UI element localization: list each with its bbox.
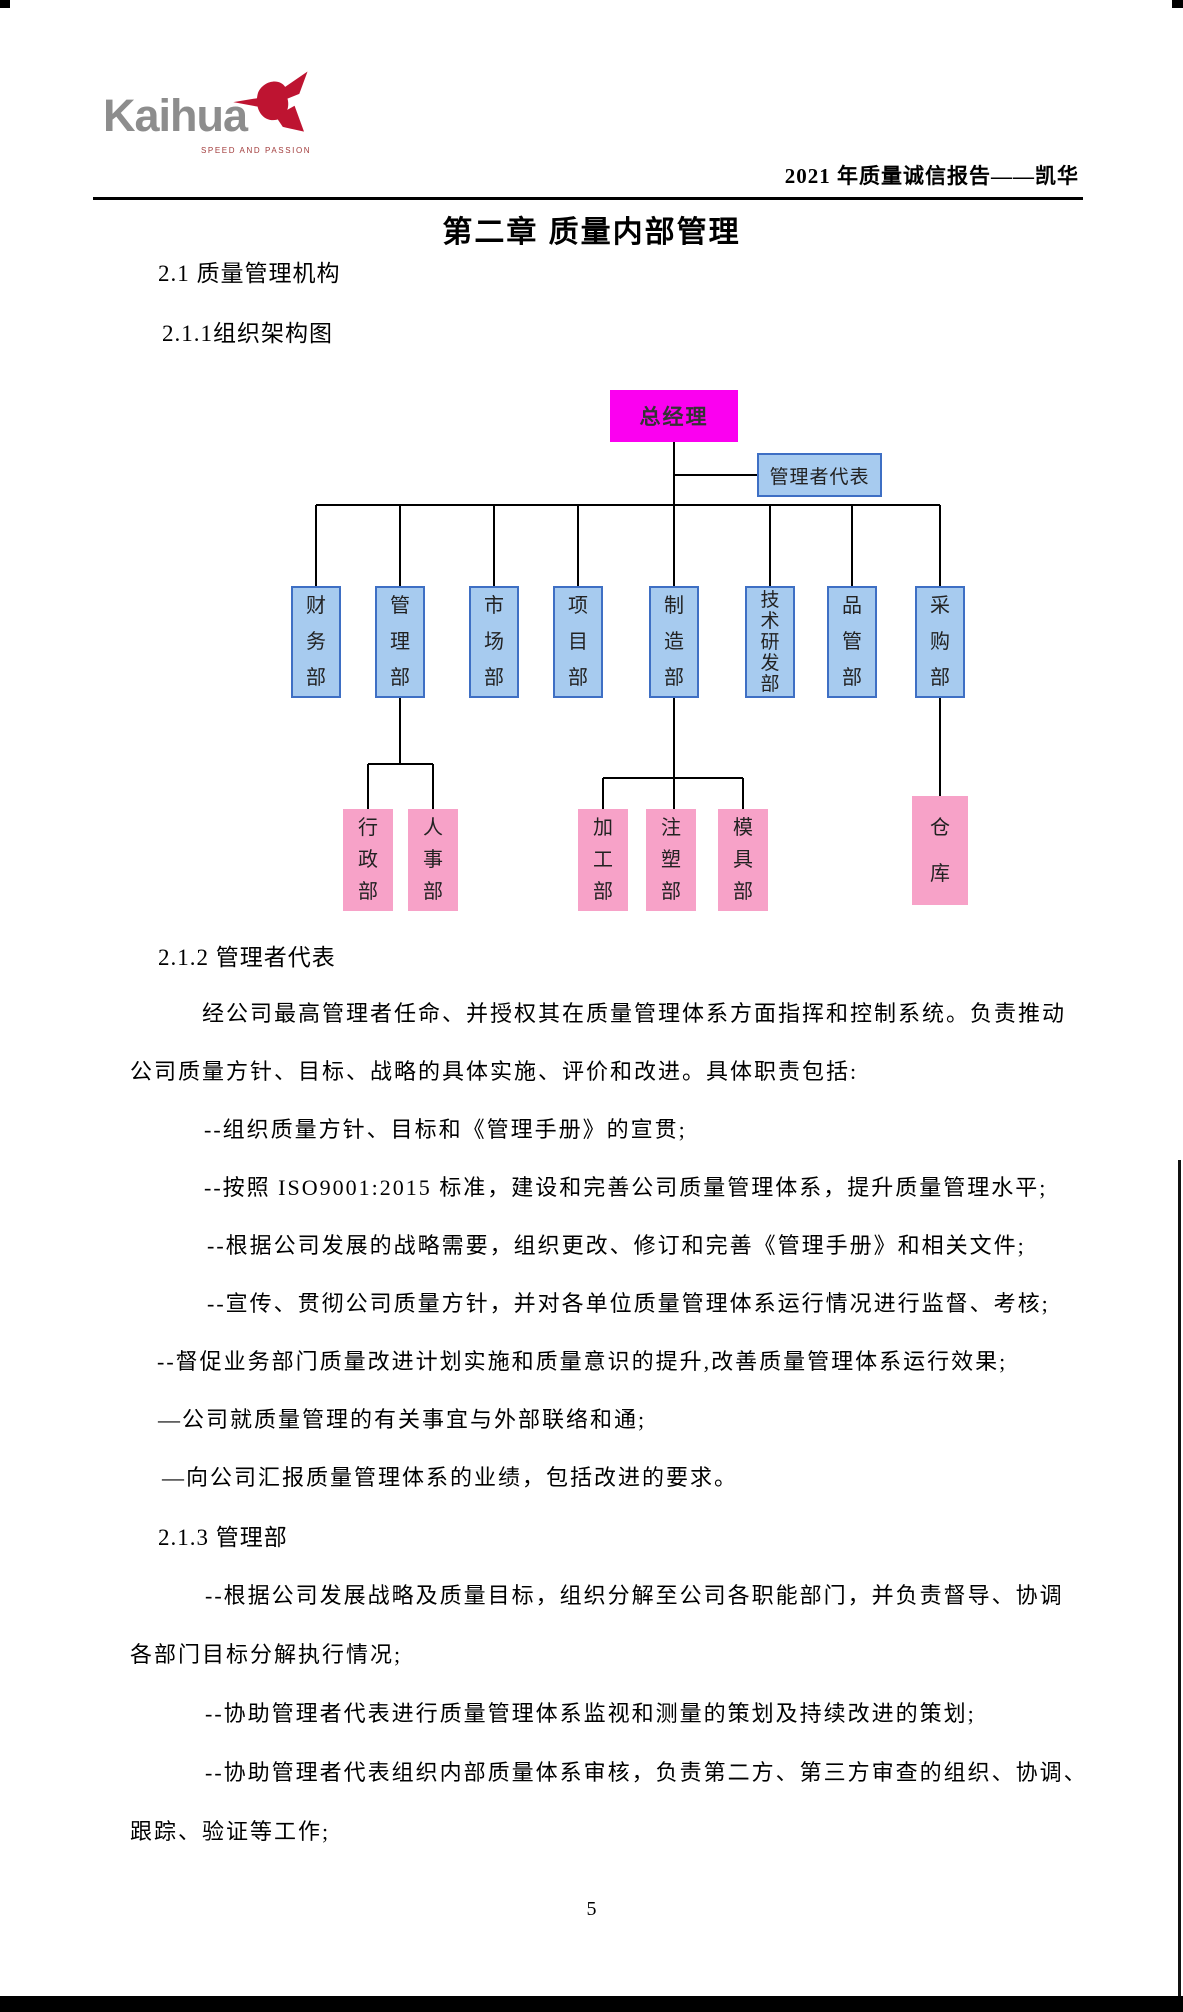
scan-mark-top-left [0, 0, 10, 8]
para-212-line-2: 公司质量方针、目标、战略的具体实施、评价和改进。具体职责包括: [130, 1059, 859, 1084]
item-212-6: —公司就质量管理的有关事宜与外部联络和通; [158, 1407, 647, 1432]
item-212-5: --督促业务部门质量改进计划实施和质量意识的提升,改善质量管理体系运行效果; [157, 1349, 1008, 1374]
org-node-sub-mold: 模具部 [718, 809, 768, 911]
org-node-dept-tech-rd: 技术研发部 [745, 586, 795, 698]
report-header-title: 2021 年质量诚信报告——凯华 [784, 164, 1079, 188]
heading-2-1-2: 2.1.2 管理者代表 [158, 945, 336, 970]
org-node-label: 品管部 [841, 595, 862, 689]
scan-mark-top-right [1172, 0, 1183, 8]
org-node-label: 模具部 [732, 817, 753, 903]
org-node-label: 技术研发部 [760, 589, 780, 695]
org-node-sub-hr: 人事部 [408, 809, 458, 911]
org-node-label: 加工部 [592, 817, 613, 903]
org-node-general-manager: 总经理 [610, 390, 738, 442]
item-213-3-line-2: 跟踪、验证等工作; [130, 1819, 331, 1844]
item-212-2: --按照 ISO9001:2015 标准，建设和完善公司质量管理体系，提升质量管… [204, 1175, 1048, 1200]
org-node-dept-manufacturing: 制造部 [649, 586, 699, 698]
header-divider [93, 197, 1083, 200]
org-node-label: 采购部 [929, 595, 950, 689]
heading-2-1-1: 2.1.1组织架构图 [162, 321, 333, 346]
org-node-label: 管理部 [389, 595, 410, 689]
org-node-label: 财务部 [305, 595, 326, 689]
item-213-3-line-1: --协助管理者代表组织内部质量体系审核，负责第二方、第三方审查的组织、协调、 [205, 1760, 1088, 1785]
item-212-7: —向公司汇报质量管理体系的业绩，包括改进的要求。 [162, 1465, 739, 1490]
org-node-label: 项目部 [567, 595, 588, 689]
item-212-3: --根据公司发展的战略需要，组织更改、修订和完善《管理手册》和相关文件; [207, 1233, 1026, 1258]
item-212-1: --组织质量方针、目标和《管理手册》的宣贯; [204, 1117, 687, 1142]
org-node-dept-quality-control: 品管部 [827, 586, 877, 698]
org-node-dept-finance: 财务部 [291, 586, 341, 698]
org-node-dept-management: 管理部 [375, 586, 425, 698]
heading-2-1-3: 2.1.3 管理部 [158, 1525, 288, 1550]
scan-edge-bottom [0, 1996, 1183, 2012]
org-node-sub-processing: 加工部 [578, 809, 628, 911]
brand-tagline: SPEED AND PASSION [201, 146, 312, 155]
org-node-dept-market: 市场部 [469, 586, 519, 698]
org-node-label: 行政部 [357, 817, 378, 903]
item-213-1-line-1: --根据公司发展战略及质量目标，组织分解至公司各职能部门，并负责督导、协调 [205, 1583, 1064, 1608]
hummingbird-logo-icon [229, 68, 313, 139]
org-node-sub-injection: 注塑部 [646, 809, 696, 911]
item-213-1-line-2: 各部门目标分解执行情况; [130, 1642, 403, 1667]
org-node-sub-warehouse: 仓库 [912, 796, 968, 905]
org-chart-connectors [315, 442, 941, 809]
para-212-line-1: 经公司最高管理者任命、并授权其在质量管理体系方面指挥和控制系统。负责推动 [202, 1001, 1067, 1026]
scan-edge-right [1178, 1160, 1181, 1996]
org-node-label: 人事部 [422, 817, 443, 903]
brand-text: Kaihua [103, 90, 248, 141]
org-node-management-representative: 管理者代表 [757, 453, 882, 497]
org-node-dept-purchasing: 采购部 [915, 586, 965, 698]
chapter-title: 第二章 质量内部管理 [442, 216, 741, 249]
page-number: 5 [586, 1898, 597, 1920]
company-logo: Kaihua SPEED AND PASSION [103, 71, 333, 162]
org-node-label: 市场部 [483, 595, 504, 689]
org-node-label: 仓库 [929, 816, 950, 885]
org-node-label: 制造部 [663, 595, 684, 689]
item-213-2: --协助管理者代表进行质量管理体系监视和测量的策划及持续改进的策划; [205, 1701, 976, 1726]
org-node-dept-project: 项目部 [553, 586, 603, 698]
org-chart: 总经理 管理者代表 财务部 管理部 市场部 项目部 制造部 技术研发部 品管部 … [228, 378, 988, 938]
heading-2-1: 2.1 质量管理机构 [158, 261, 341, 286]
org-node-label: 注塑部 [660, 817, 681, 903]
org-node-sub-admin: 行政部 [343, 809, 393, 911]
item-212-4: --宣传、贯彻公司质量方针，并对各单位质量管理体系运行情况进行监督、考核; [207, 1291, 1050, 1316]
